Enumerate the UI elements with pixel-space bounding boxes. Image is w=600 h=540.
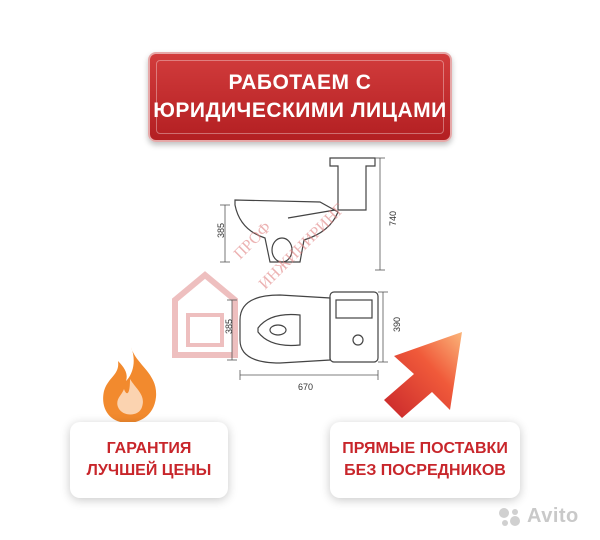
watermark-text-1: ПРОФ: [231, 219, 275, 263]
avito-logo-icon: [499, 507, 520, 526]
arrow-icon: [384, 332, 462, 418]
direct-supply-line-2: БЕЗ ПОСРЕДНИКОВ: [344, 462, 506, 479]
top-view: [239, 291, 379, 364]
toilet-technical-drawing: 385 740 ПРОФ ИНЖИНИРИНГ 385 390 670: [172, 157, 402, 392]
banner-line-1: РАБОТАЕМ С: [228, 71, 372, 94]
best-price-line-2: ЛУЧШЕЙ ЦЕНЫ: [86, 462, 212, 479]
dim-top-width: 385: [224, 319, 234, 334]
watermark-logo: [172, 271, 238, 358]
watermark-text-2: ИНЖИНИРИНГ: [256, 201, 348, 293]
direct-supply-line-1: ПРЯМЫЕ ПОСТАВКИ: [342, 440, 508, 457]
top-dimensions: [227, 291, 388, 380]
best-price-line-1: ГАРАНТИЯ: [106, 440, 192, 457]
banner-line-2: ЮРИДИЧЕСКИМИ ЛИЦАМИ: [153, 99, 447, 122]
dim-total-height: 740: [388, 211, 398, 226]
direct-supply-card: ПРЯМЫЕ ПОСТАВКИ БЕЗ ПОСРЕДНИКОВ: [330, 422, 520, 498]
avito-watermark: Avito: [498, 505, 579, 528]
avito-label: Avito: [527, 505, 579, 527]
fire-icon: [103, 347, 157, 423]
header-banner: РАБОТАЕМ С ЮРИДИЧЕСКИМИ ЛИЦАМИ: [148, 52, 452, 142]
best-price-card: ГАРАНТИЯ ЛУЧШЕЙ ЦЕНЫ: [70, 422, 228, 498]
side-dimensions: [220, 157, 385, 271]
banner-frame: РАБОТАЕМ С ЮРИДИЧЕСКИМИ ЛИЦАМИ: [153, 60, 447, 134]
dim-side-height: 385: [216, 223, 226, 238]
dim-top-depth: 390: [392, 317, 402, 332]
dim-length: 670: [298, 382, 313, 392]
side-view: [234, 157, 376, 263]
